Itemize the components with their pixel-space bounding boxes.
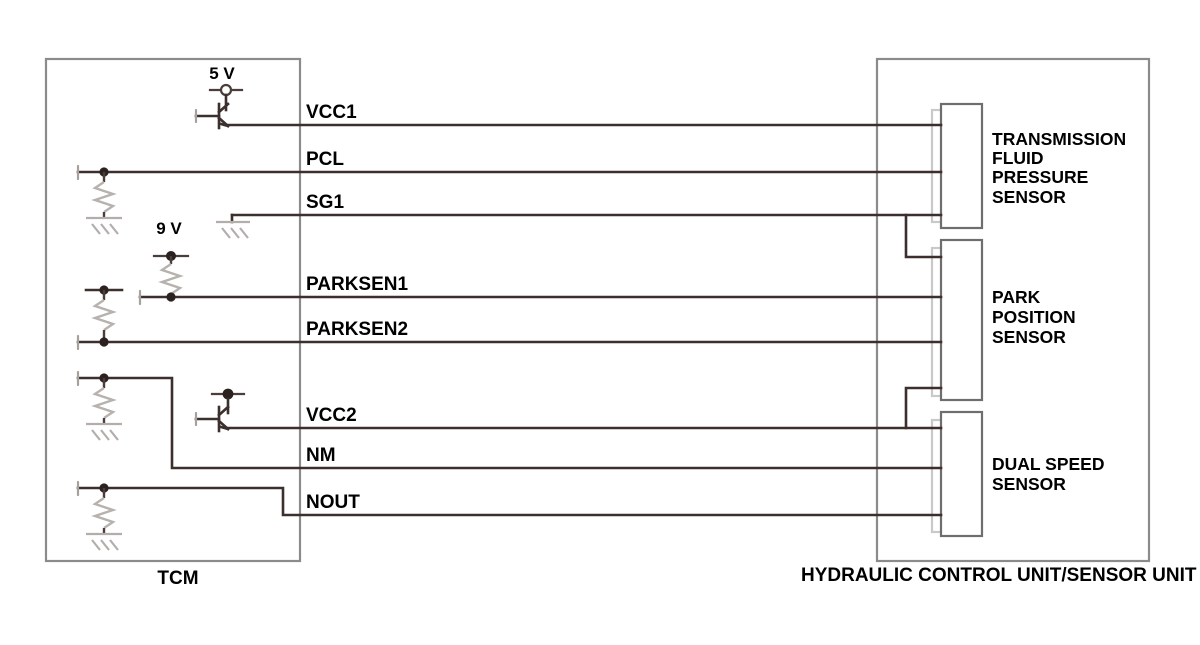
dual-speed-sensor-label-line1: DUAL SPEED <box>992 454 1104 474</box>
dual-speed-sensor-label-line2: SENSOR <box>992 474 1066 494</box>
parksen2-pulldown-group <box>76 285 124 351</box>
wire-vcc2-branch-park <box>904 386 943 430</box>
supply-9v-label: 9 V <box>156 219 182 238</box>
supply-5v-label: 5 V <box>209 64 235 83</box>
tfp-sensor-label-line4: SENSOR <box>992 187 1066 207</box>
tcm-caption: TCM <box>157 568 198 589</box>
tfp-sensor-body <box>939 102 984 230</box>
vcc1-emitter-arrow <box>219 122 230 128</box>
signal-label-vcc2: VCC2 <box>306 405 357 426</box>
tfp-sensor-label-line3: PRESSURE <box>992 167 1088 187</box>
nout-pulldown-resistor <box>91 497 117 529</box>
nout-ground-hatch <box>91 539 119 551</box>
park-sensor-body <box>939 238 984 402</box>
tfp-sensor-label-line1: TRANSMISSION <box>992 129 1126 149</box>
signal-label-nm: NM <box>306 445 336 466</box>
vcc1-transistor-group <box>194 83 244 130</box>
supply-5v-node <box>219 83 233 97</box>
vcc2-supply-node <box>222 388 234 400</box>
vcc2-collector-diagonal <box>217 405 230 417</box>
vcc2-emitter-arrow <box>219 425 230 431</box>
nm-pulldown-group <box>76 370 122 441</box>
park-sensor-label-line2: POSITION <box>992 307 1076 327</box>
tcm-enclosure <box>44 57 302 563</box>
parksen1-pullup-resistor <box>158 263 184 295</box>
pcl-pulldown-resistor <box>91 181 117 213</box>
hydraulic-control-unit-caption: HYDRAULIC CONTROL UNIT/SENSOR UNIT <box>801 565 1197 586</box>
wire-nout <box>76 486 943 517</box>
parksen2-pulldown-resistor <box>91 299 117 331</box>
parksen2-junction-dot <box>99 337 109 347</box>
signal-label-nout: NOUT <box>306 492 360 513</box>
nout-pulldown-group <box>76 480 122 551</box>
pcl-pulldown-group <box>76 164 122 235</box>
parksen1-junction-dot <box>166 292 176 302</box>
signal-label-vcc1: VCC1 <box>306 102 357 123</box>
sg1-ground-hatch <box>221 227 249 239</box>
vcc2-transistor-group <box>194 388 246 433</box>
signal-label-parksen1: PARKSEN1 <box>306 274 408 295</box>
nm-ground-hatch <box>91 429 119 441</box>
sg1-ground-group <box>216 213 250 239</box>
pcl-ground-hatch <box>91 223 119 235</box>
parksen1-pullup-group <box>138 251 190 306</box>
nm-pulldown-resistor <box>91 387 117 419</box>
wire-sg1-branch-park <box>904 213 943 259</box>
tfp-sensor-label-line2: FLUID <box>992 148 1044 168</box>
signal-label-sg1: SG1 <box>306 192 344 213</box>
vcc1-collector-diagonal <box>217 102 230 114</box>
dual-speed-sensor-body <box>939 410 984 538</box>
signal-label-pcl: PCL <box>306 149 344 170</box>
wire-nm <box>76 376 943 470</box>
park-sensor-label-line1: PARK <box>992 287 1041 307</box>
signal-label-parksen2: PARKSEN2 <box>306 319 408 340</box>
hydraulic-control-unit-enclosure <box>875 57 1151 563</box>
park-sensor-label-line3: SENSOR <box>992 327 1066 347</box>
